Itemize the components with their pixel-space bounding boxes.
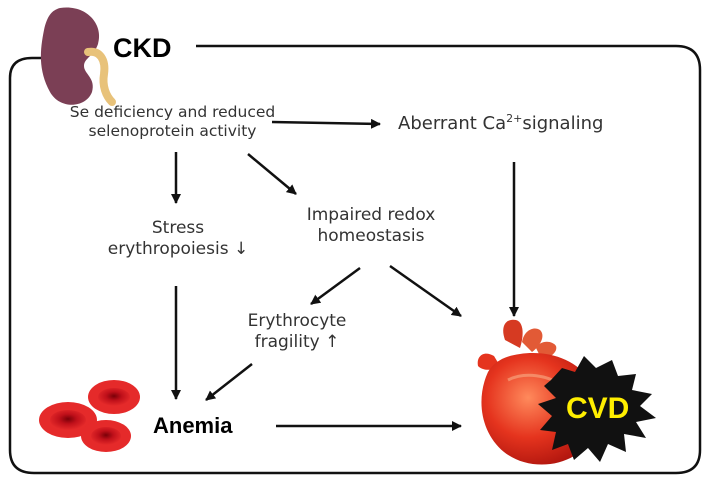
stress-line1: Stress	[151, 218, 205, 238]
ckd-label: CKD	[113, 33, 172, 63]
arrow-fragility-to-anemia	[205, 363, 253, 401]
cvd-label: CVD	[566, 392, 630, 425]
fragility-line1: Erythrocyte	[247, 311, 347, 331]
kidney-icon	[40, 7, 116, 106]
arrow-redox-to-fragility	[310, 266, 361, 306]
fragility-line2: fragility ↑	[254, 332, 340, 353]
erythrocyte-fragility-label: Erythrocyte fragility ↑	[222, 311, 372, 354]
starburst-icon	[538, 356, 656, 462]
stress-line2: erythropoiesis ↓	[107, 239, 249, 260]
se-deficiency-line1: Se deficiency and reduced	[69, 103, 276, 121]
arrow-redox-to-cvd	[389, 264, 462, 318]
frame	[8, 44, 702, 475]
anemia-label: Anemia	[153, 413, 233, 438]
impaired-redox-label: Impaired redox homeostasis	[276, 205, 466, 248]
ca-superscript: 2+	[506, 112, 523, 125]
arrow-se-to-ca	[271, 118, 381, 129]
red-blood-cells-icon	[39, 380, 140, 452]
ca-signaling-label: Aberrant Ca2+signaling	[398, 112, 603, 136]
ca-signaling-suffix: signaling	[522, 113, 604, 134]
se-deficiency-label: Se deficiency and reduced selenoprotein …	[30, 103, 315, 142]
redox-line2: homeostasis	[317, 226, 425, 247]
stress-erythropoiesis-label: Stress erythropoiesis ↓	[90, 218, 266, 261]
arrow-se-to-redox	[247, 153, 297, 195]
se-deficiency-line2: selenoprotein activity	[88, 122, 257, 141]
redox-line1: Impaired redox	[306, 205, 436, 225]
ca-signaling-prefix: Aberrant Ca	[398, 113, 507, 134]
